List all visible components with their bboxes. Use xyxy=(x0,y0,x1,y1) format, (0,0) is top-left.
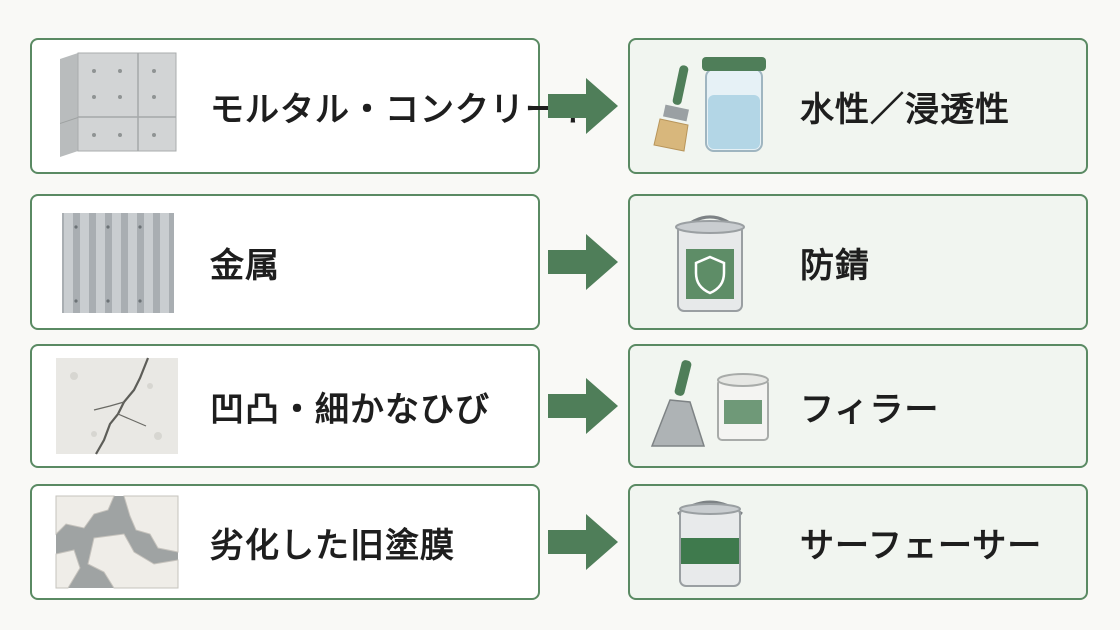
concrete-wall-icon xyxy=(60,52,177,157)
target-card-surfacer: サーフェーサー xyxy=(628,484,1088,600)
source-card-concrete: モルタル・コンクリート xyxy=(30,38,594,174)
shield-paint-can-icon xyxy=(675,215,745,312)
arrow-right-icon xyxy=(548,514,618,570)
source-card-cracks: 凹凸・細かなひび xyxy=(30,344,540,468)
target-card-filler: フィラー xyxy=(628,344,1088,468)
target-label: フィラー xyxy=(800,389,940,430)
target-label: 防錆 xyxy=(800,245,870,286)
green-band-paint-can-icon xyxy=(677,500,743,587)
source-label: 劣化した旧塗膜 xyxy=(210,525,455,566)
brush-and-clear-jar-icon xyxy=(653,57,766,152)
target-label: サーフェーサー xyxy=(800,525,1043,566)
corrugated-metal-icon xyxy=(62,213,174,313)
arrow-right-icon xyxy=(548,378,618,434)
scraper-and-filler-tub-icon xyxy=(650,360,769,447)
target-card-water-based: 水性／浸透性 xyxy=(628,38,1088,174)
arrow-right-icon xyxy=(548,78,618,134)
source-card-metal: 金属 xyxy=(30,194,540,330)
arrow-right-icon xyxy=(548,234,618,290)
target-label: 水性／浸透性 xyxy=(800,89,1010,130)
peeling-paint-icon xyxy=(55,495,179,589)
source-label: 凹凸・細かなひび xyxy=(210,389,490,430)
source-label: モルタル・コンクリート xyxy=(210,89,595,130)
source-label: 金属 xyxy=(210,245,280,286)
target-card-rust-proof: 防錆 xyxy=(628,194,1088,330)
cracked-surface-icon xyxy=(56,357,178,455)
source-card-old-coating: 劣化した旧塗膜 xyxy=(30,484,540,600)
